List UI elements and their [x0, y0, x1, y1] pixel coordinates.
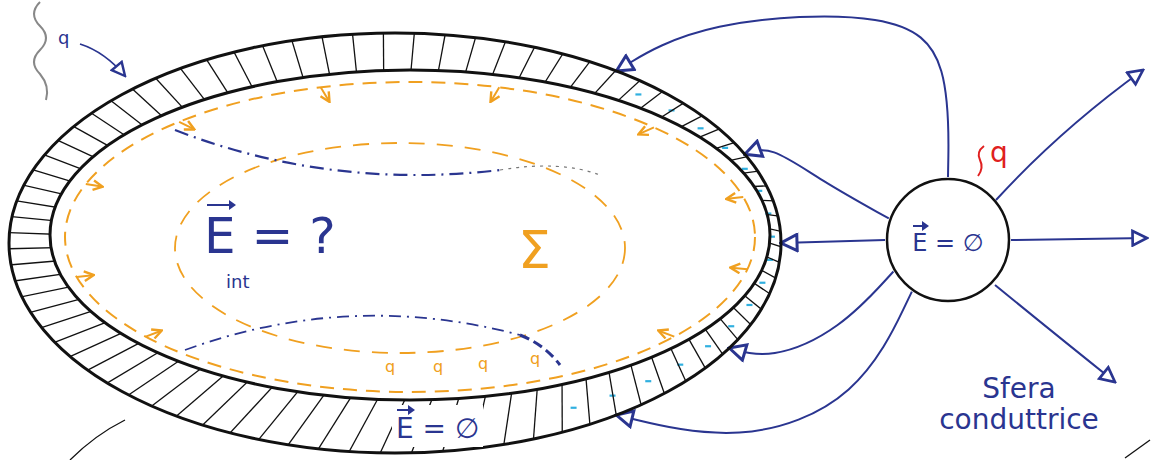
hatch-line	[36, 315, 125, 349]
field-question: E = ?	[200, 200, 340, 266]
inward-arrow	[146, 331, 161, 337]
negative-charge	[722, 147, 728, 149]
inner-surface	[50, 70, 770, 400]
hatch-line	[138, 359, 213, 416]
hatch-line	[741, 211, 802, 219]
inward-arrow	[727, 197, 743, 199]
inward-arrow	[321, 87, 329, 101]
inward-arrows	[77, 87, 748, 336]
conductor-shell: E = ? int E = ∅	[7, 31, 783, 455]
hatch-line	[0, 232, 75, 235]
hatch-line	[57, 117, 124, 154]
field-line	[996, 70, 1143, 200]
charge-label: q	[433, 358, 443, 376]
inward-arrow	[639, 127, 654, 134]
hatching	[0, 20, 804, 460]
wavy-line	[34, 2, 47, 100]
charge-label: q	[530, 350, 540, 368]
negative-charge	[698, 127, 704, 129]
inward-arrow	[732, 268, 748, 270]
hatch-line	[98, 90, 156, 135]
negative-charge	[742, 168, 748, 170]
charge-label: q	[385, 358, 395, 376]
stroke	[1125, 440, 1150, 458]
dashdot-arc	[500, 166, 600, 175]
field-line	[995, 285, 1115, 382]
charge-label: q	[990, 138, 1008, 169]
cavity: E = ? int	[50, 70, 770, 400]
hatch-line	[681, 121, 738, 144]
surface-name: Σ	[518, 222, 551, 279]
hatch-line	[52, 325, 139, 364]
sphere-circle	[887, 179, 1009, 301]
dashdot-arc	[185, 316, 520, 350]
hatch-line	[121, 78, 174, 127]
hatch-line	[728, 185, 790, 188]
inward-arrow	[491, 87, 499, 101]
gauss-surface	[65, 82, 755, 392]
hatch-line	[383, 20, 385, 82]
hatch-line	[744, 223, 804, 237]
outer-surface	[9, 33, 781, 453]
vector-arrow	[913, 225, 925, 227]
hatch-line	[736, 199, 798, 202]
charge-label: q	[478, 355, 488, 373]
hatch-line	[71, 335, 155, 379]
induced-charges	[571, 94, 775, 407]
charge-label: q	[58, 28, 69, 48]
hatch-line	[410, 21, 415, 82]
hatch-line	[92, 344, 174, 393]
charge-pointer	[80, 44, 125, 76]
hatch-line	[76, 103, 139, 144]
negative-charge	[645, 380, 651, 382]
stroke	[70, 420, 125, 460]
vector-arrow	[207, 204, 232, 206]
shell-outline	[7, 31, 783, 455]
negative-charge	[705, 345, 711, 347]
negative-charge	[728, 325, 734, 327]
negative-charge	[571, 407, 577, 409]
hatch-line	[25, 148, 100, 177]
inward-arrow	[659, 331, 674, 337]
hatch-line	[462, 25, 479, 83]
hatch-line	[741, 259, 796, 289]
dashdot-arc	[175, 130, 500, 175]
negative-charge	[759, 282, 765, 284]
hatch-line	[719, 168, 780, 176]
field-line	[616, 17, 948, 177]
inward-arrow	[179, 122, 193, 129]
negative-charge	[746, 304, 752, 306]
hatch-line	[0, 247, 76, 249]
hatch-line	[708, 152, 768, 165]
inward-arrow	[86, 184, 102, 187]
hatch-line	[2, 180, 84, 199]
inward-arrow	[77, 275, 93, 277]
hatch-line	[114, 352, 193, 405]
negative-charge	[635, 93, 641, 95]
hatch-line	[728, 282, 777, 322]
hatch-line	[0, 197, 79, 211]
field-line	[781, 240, 885, 243]
field-line	[1011, 238, 1147, 240]
subscript: int	[222, 270, 253, 294]
field-value: E = ∅	[392, 405, 483, 447]
field-value: E = ∅	[908, 221, 987, 258]
hatch-line	[744, 247, 801, 271]
charge-pointer	[978, 146, 984, 176]
conducting-sphere: E = ∅Sfera conduttrice	[885, 177, 1011, 303]
field-line	[616, 292, 911, 433]
hatch-line	[351, 22, 357, 84]
hatch-line	[436, 22, 447, 82]
vector-arrow	[397, 409, 411, 411]
hatch-line	[745, 235, 804, 254]
sphere-name: Sfera conduttrice	[915, 372, 1123, 438]
hatch-line	[736, 271, 788, 306]
hatch-line	[561, 372, 563, 446]
